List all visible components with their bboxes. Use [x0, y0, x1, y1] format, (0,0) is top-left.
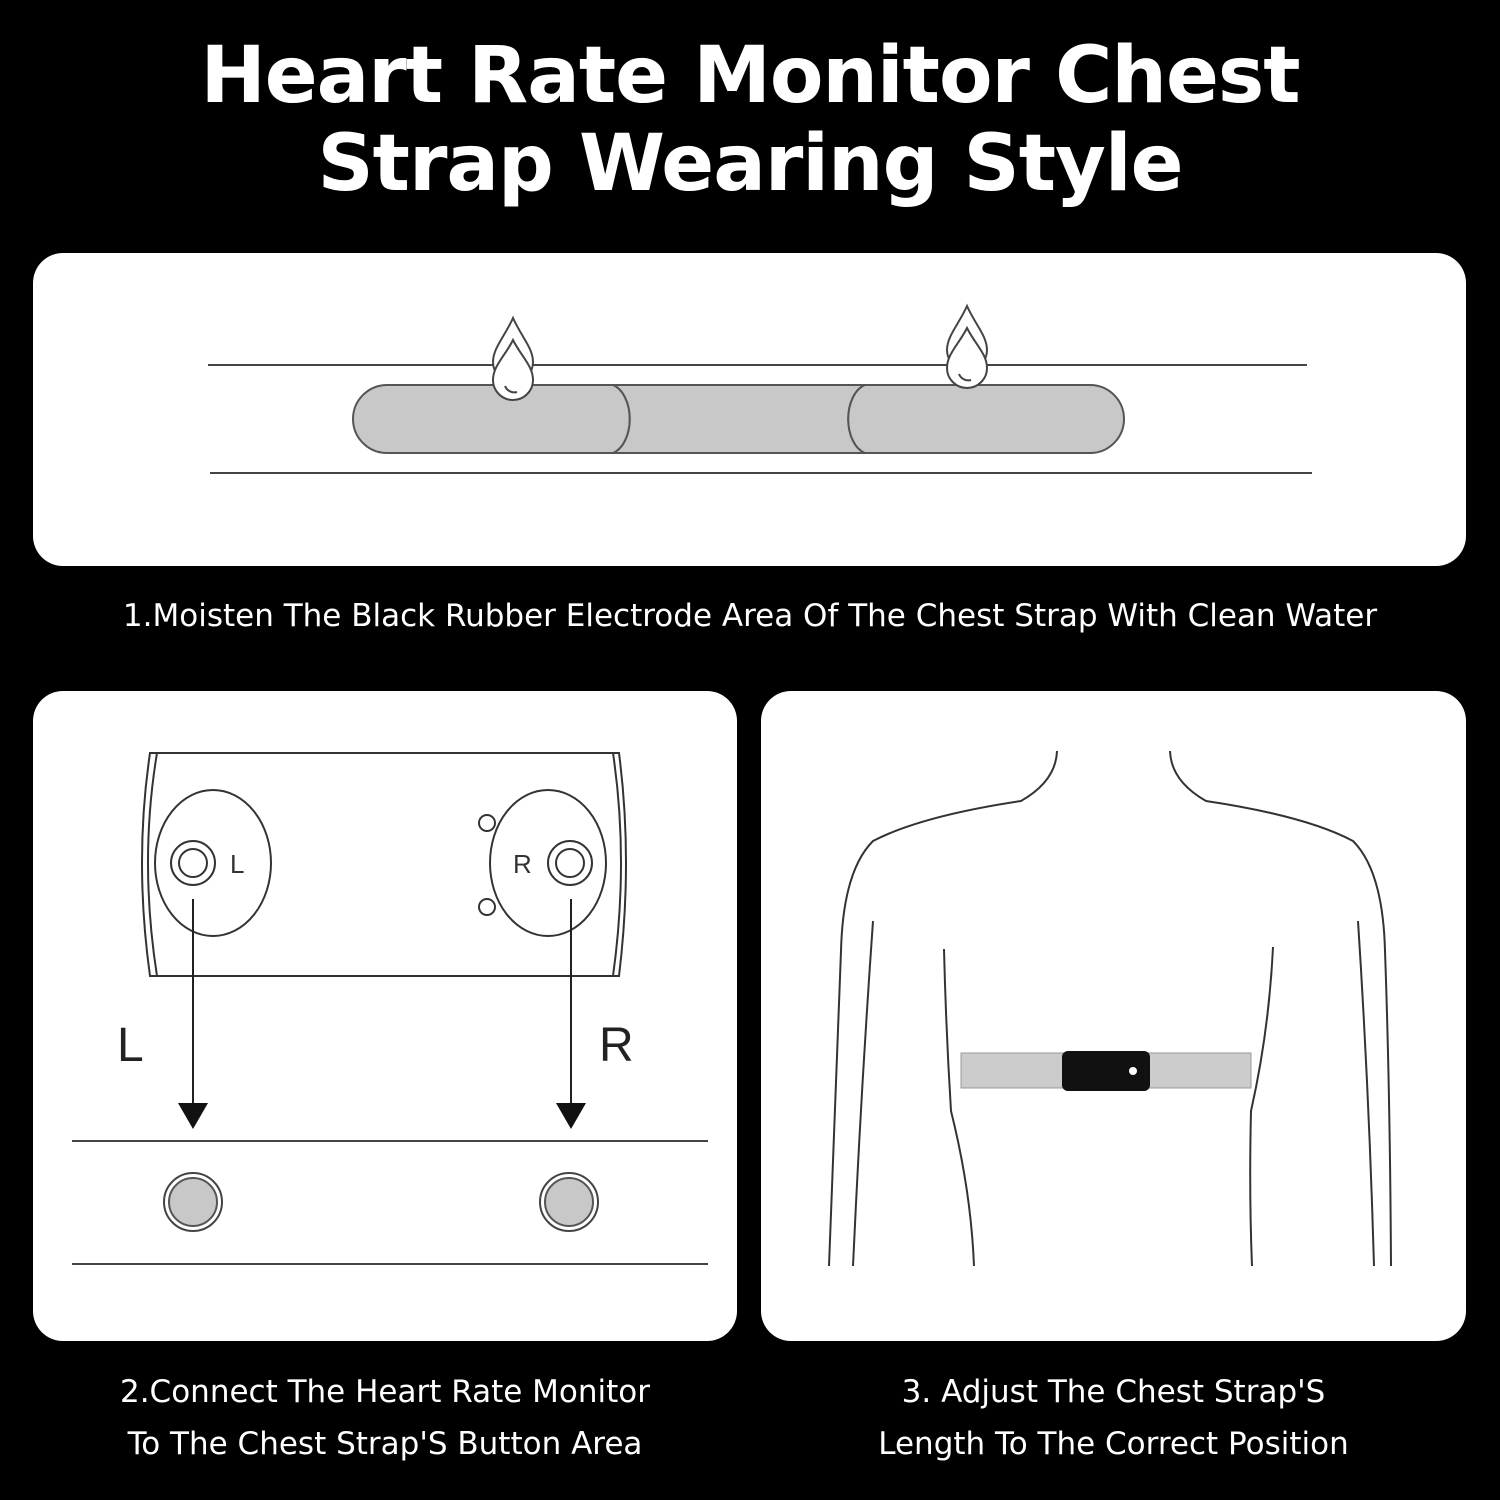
module-indicator-dot	[1129, 1067, 1137, 1075]
step-3-caption-line-1: 3. Adjust The Chest Strap'S	[901, 1374, 1326, 1410]
step-2-panel: L R L R	[33, 691, 737, 1341]
step-2-caption-line-2: To The Chest Strap'S Button Area	[127, 1426, 643, 1462]
strap-button-left	[163, 1172, 223, 1232]
arrow-right-label: R	[599, 1019, 634, 1072]
step-3-panel	[761, 691, 1466, 1341]
water-drop-icon	[945, 303, 989, 389]
arrow-down-icon	[556, 899, 586, 1129]
step-1-panel	[33, 253, 1466, 566]
step-2-caption-line-1: 2.Connect The Heart Rate Monitor	[119, 1374, 651, 1410]
strap-electrode-illustration	[208, 303, 1312, 474]
arrow-left-label: L	[117, 1019, 144, 1072]
title-line-1: Heart Rate Monitor Chest	[200, 31, 1300, 121]
water-drop-icon	[491, 315, 535, 401]
step-3-caption: 3. Adjust The Chest Strap'S Length To Th…	[761, 1366, 1466, 1470]
strap-module	[1062, 1051, 1150, 1091]
arrow-down-icon	[178, 899, 208, 1129]
step-3-caption-line-2: Length To The Correct Position	[878, 1426, 1349, 1462]
page-title: Heart Rate Monitor Chest Strap Wearing S…	[0, 32, 1500, 208]
strap-button-right	[539, 1172, 599, 1232]
step-1-caption: 1.Moisten The Black Rubber Electrode Are…	[0, 590, 1500, 642]
electrode-pad-right	[847, 384, 1125, 454]
step-2-caption: 2.Connect The Heart Rate Monitor To The …	[33, 1366, 737, 1470]
step-1-caption-line-1: 1.Moisten The Black Rubber Electrode Are…	[122, 598, 1378, 634]
monitor-connection-illustration: L R L R	[72, 752, 708, 1265]
body-strap-illustration	[828, 750, 1392, 1267]
electrode-middle	[612, 384, 866, 454]
sensor-right-label: R	[513, 849, 532, 879]
torso-outline	[828, 750, 1392, 1267]
title-line-2: Strap Wearing Style	[317, 119, 1183, 209]
indicator-dot	[478, 898, 496, 916]
heart-rate-monitor: L R	[141, 752, 627, 977]
sensor-left-label: L	[230, 849, 244, 879]
electrode-pad-left	[352, 384, 631, 454]
indicator-dot	[478, 814, 496, 832]
